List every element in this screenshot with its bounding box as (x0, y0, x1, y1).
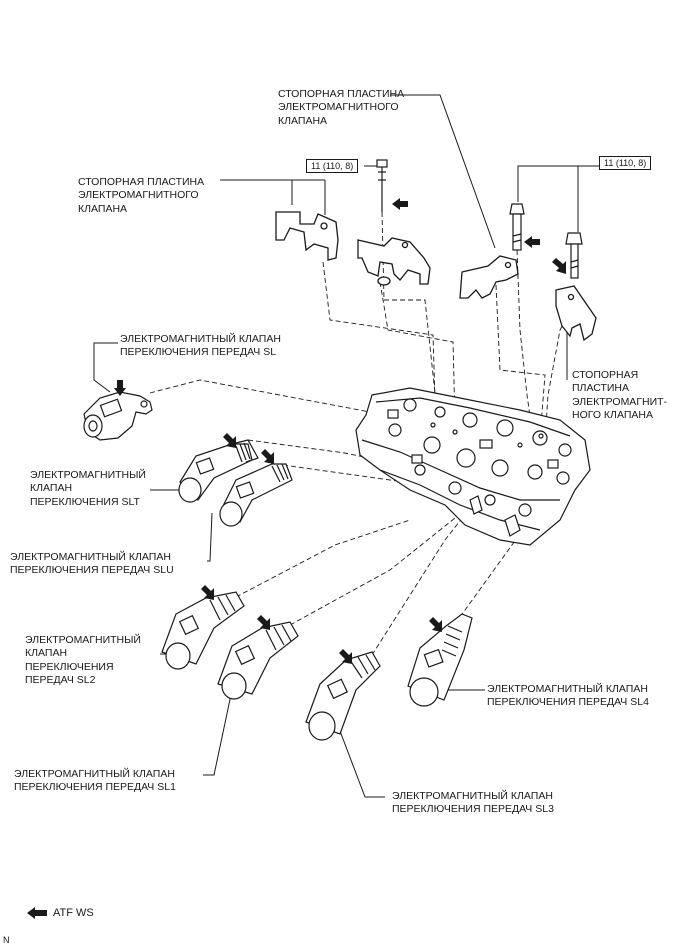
arrow-down-right-icon (339, 649, 352, 664)
legend-label: ATF WS (53, 907, 94, 919)
legend: ATF WS (27, 907, 94, 919)
arrow-down-icon (114, 380, 126, 396)
label-valve-sl4: ЭЛЕКТРОМАГНИТНЫЙ КЛАПАН ПЕРЕКЛЮЧЕНИЯ ПЕР… (487, 683, 649, 709)
label-valve-sl3: ЭЛЕКТРОМАГНИТНЫЙ КЛАПАН ПЕРЕКЛЮЧЕНИЯ ПЕР… (392, 790, 554, 816)
retainer-plate-3 (459, 255, 519, 299)
retainer-plate-2 (357, 237, 431, 286)
retainer-plate-4 (555, 285, 597, 342)
retainer-plate-1 (275, 211, 339, 261)
bolt-2 (509, 203, 525, 251)
arrow-down-right-icon (223, 433, 236, 448)
label-valve-sl: ЭЛЕКТРОМАГНИТНЫЙ КЛАПАН ПЕРЕКЛЮЧЕНИЯ ПЕР… (120, 333, 281, 359)
valve-body (355, 387, 591, 546)
torque-spec-right: 11 (110, 8) (599, 156, 652, 170)
label-valve-sl2: ЭЛЕКТРОМАГНИТНЫЙ КЛАПАН ПЕРЕКЛЮЧЕНИЯ ПЕР… (25, 634, 141, 687)
leader-lines (93, 94, 600, 798)
solenoid-slt (178, 439, 259, 503)
solenoid-sl2 (161, 591, 245, 670)
solenoid-sl (83, 391, 153, 441)
atf-arrows (114, 198, 566, 664)
torque-spec-left: 11 (110, 8) (306, 159, 359, 173)
solenoid-sl4 (407, 613, 473, 707)
arrow-down-right-icon (429, 617, 442, 632)
arrow-down-right-icon (552, 258, 566, 274)
bolt-1 (376, 159, 388, 212)
arrow-down-right-icon (261, 449, 274, 464)
label-valve-sl1: ЭЛЕКТРОМАГНИТНЫЙ КЛАПАН ПЕРЕКЛЮЧЕНИЯ ПЕР… (14, 768, 176, 794)
solenoid-sl1 (217, 621, 299, 700)
arrow-left-icon (27, 907, 47, 919)
label-plate-left: СТОПОРНАЯ ПЛАСТИНА ЭЛЕКТРОМАГНИТНОГО КЛА… (78, 176, 205, 215)
label-valve-slt: ЭЛЕКТРОМАГНИТНЫЙ КЛАПАН ПЕРЕКЛЮЧЕНИЯ SLT (30, 469, 146, 508)
label-valve-slu: ЭЛЕКТРОМАГНИТНЫЙ КЛАПАН ПЕРЕКЛЮЧЕНИЯ ПЕР… (10, 551, 174, 577)
arrow-left-icon (392, 198, 408, 210)
label-plate-right: СТОПОРНАЯ ПЛАСТИНА ЭЛЕКТРОМАГНИТ- НОГО К… (572, 369, 668, 422)
arrow-down-right-icon (257, 615, 270, 630)
solenoid-slu (219, 463, 293, 527)
bolt-3 (565, 232, 583, 279)
corner-mark: N (3, 935, 10, 945)
arrow-left-icon (524, 236, 540, 248)
arrow-down-right-icon (201, 585, 214, 600)
label-plate-top: СТОПОРНАЯ ПЛАСТИНА ЭЛЕКТРОМАГНИТНОГО КЛА… (278, 88, 405, 127)
solenoid-sl3 (305, 651, 381, 741)
